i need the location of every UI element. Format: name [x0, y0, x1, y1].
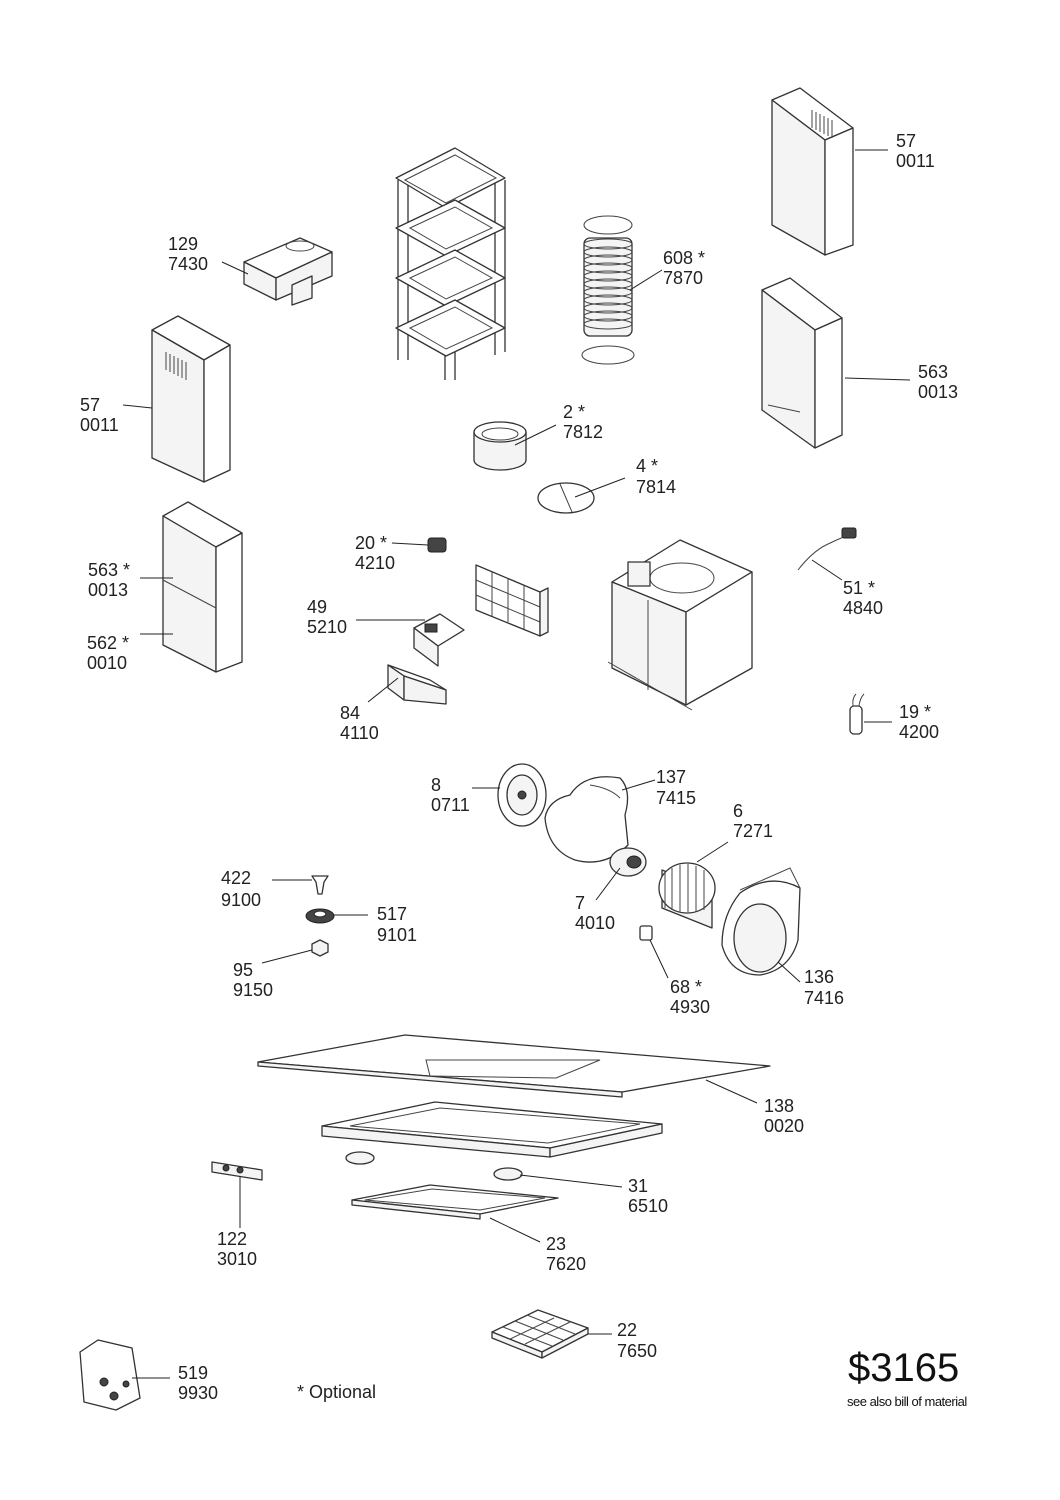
part-label-137-code: 7415 — [656, 788, 696, 808]
part-label-562-number: 562 * — [87, 633, 129, 653]
part-label-57-left-number: 57 — [80, 395, 100, 415]
part-label-57-top-number: 57 — [896, 131, 916, 151]
lamp-holder-drawing — [387, 664, 447, 705]
part-label-51-code: 4840 — [843, 598, 883, 618]
control-panel-drawing — [211, 1161, 263, 1181]
support-frame-drawing — [395, 147, 506, 380]
part-label-49-code: 5210 — [307, 617, 347, 637]
part-label-563-right-number: 563 — [918, 362, 948, 382]
bill-of-material-note: see also bill of material — [847, 1394, 967, 1409]
part-label-519-number: 519 — [178, 1363, 208, 1383]
part-label-23-code: 7620 — [546, 1254, 586, 1274]
flexible-duct-drawing — [581, 215, 635, 365]
part-label-2-number: 2 * — [563, 402, 585, 422]
part-label-122-number: 122 — [217, 1229, 247, 1249]
chimney-cover-upper-left-drawing — [151, 315, 231, 483]
part-label-95-code: 9150 — [233, 980, 273, 1000]
part-label-57-left-code: 0011 — [80, 415, 119, 435]
part-label-95-number: 95 — [233, 960, 253, 980]
part-label-517-code: 9101 — [377, 925, 417, 945]
fan-scroll-front-drawing — [544, 776, 629, 863]
part-label-23-number: 23 — [546, 1234, 566, 1254]
part-label-22-code: 7650 — [617, 1341, 657, 1361]
part-label-563-left-code: 0013 — [88, 580, 128, 600]
capacitor-drawing — [849, 693, 865, 735]
part-label-68-code: 4930 — [670, 997, 710, 1017]
part-label-138-code: 0020 — [764, 1116, 804, 1136]
part-label-19-number: 19 * — [899, 702, 931, 722]
connector-drawing — [639, 925, 653, 941]
canopy-panel-drawing — [257, 1034, 771, 1098]
backdraft-valve-drawing — [537, 482, 595, 514]
chimney-cover-lower-left-drawing — [162, 501, 243, 673]
accessory-bag-drawing — [79, 1339, 141, 1411]
fan-scroll-rear-drawing — [721, 867, 801, 976]
part-label-6-code: 7271 — [733, 821, 773, 841]
part-label-84-code: 4110 — [340, 723, 379, 743]
chimney-cover-lower-right-drawing — [761, 277, 843, 449]
part-label-4-code: 7814 — [636, 477, 676, 497]
part-label-84-number: 84 — [340, 703, 360, 723]
duct-adaptor-drawing — [243, 237, 333, 306]
part-label-122-code: 3010 — [217, 1249, 257, 1269]
part-label-517-number: 517 — [377, 904, 407, 924]
fastener-set-drawing — [305, 875, 335, 957]
part-label-49-number: 49 — [307, 597, 327, 617]
part-label-608-number: 608 * — [663, 248, 705, 268]
part-label-137-number: 137 — [656, 767, 686, 787]
switch-drawing — [427, 537, 447, 553]
fan-motor-drawing — [609, 847, 647, 877]
part-label-4-number: 4 * — [636, 456, 658, 476]
power-cable-drawing — [797, 527, 857, 571]
part-label-20-code: 4210 — [355, 553, 395, 573]
filter-grille-drawing — [475, 564, 549, 637]
part-label-608-code: 7870 — [663, 268, 703, 288]
part-label-7-number: 7 — [575, 893, 585, 913]
part-label-422-code: 9100 — [221, 890, 261, 910]
part-label-22-number: 22 — [617, 1320, 637, 1340]
part-label-6-number: 6 — [733, 801, 743, 821]
filter-frame-drawing — [351, 1184, 559, 1220]
outlet-collar-drawing — [473, 421, 527, 471]
part-label-8-code: 0711 — [431, 795, 470, 815]
part-label-138-number: 138 — [764, 1096, 794, 1116]
part-label-562-code: 0010 — [87, 653, 127, 673]
part-labels: 57 0011 608 * 7870 129 7430 563 0013 57 … — [80, 131, 958, 1403]
part-label-136-number: 136 — [804, 967, 834, 987]
hood-body-frame-drawing — [321, 1101, 663, 1158]
impeller-drawing — [658, 862, 716, 929]
part-label-19-code: 4200 — [899, 722, 939, 742]
part-label-57-top-code: 0011 — [896, 151, 935, 171]
part-label-129-code: 7430 — [168, 254, 208, 274]
motor-plate-drawing — [497, 763, 547, 827]
part-label-51-number: 51 * — [843, 578, 875, 598]
part-label-422-number: 422 — [221, 868, 251, 888]
part-label-563-left-number: 563 * — [88, 560, 130, 580]
part-label-8-number: 8 — [431, 775, 441, 795]
part-label-129-number: 129 — [168, 234, 198, 254]
chimney-cover-upper-right-drawing — [771, 87, 854, 256]
part-label-20-number: 20 * — [355, 533, 387, 553]
leader-lines — [122, 149, 911, 1379]
part-label-31-number: 31 — [628, 1176, 648, 1196]
carbon-filter-drawing — [491, 1309, 589, 1359]
part-label-31-code: 6510 — [628, 1196, 668, 1216]
part-label-2-code: 7812 — [563, 422, 603, 442]
part-label-136-code: 7416 — [804, 988, 844, 1008]
optional-note: * Optional — [297, 1382, 376, 1402]
lamp-set-drawing — [345, 1151, 523, 1181]
part-label-68-number: 68 * — [670, 977, 702, 997]
part-label-7-code: 4010 — [575, 913, 615, 933]
price: $3165 — [848, 1346, 959, 1390]
control-board-drawing — [413, 613, 465, 667]
part-label-563-right-code: 0013 — [918, 382, 958, 402]
motor-housing-drawing — [607, 539, 753, 711]
part-label-519-code: 9930 — [178, 1383, 218, 1403]
